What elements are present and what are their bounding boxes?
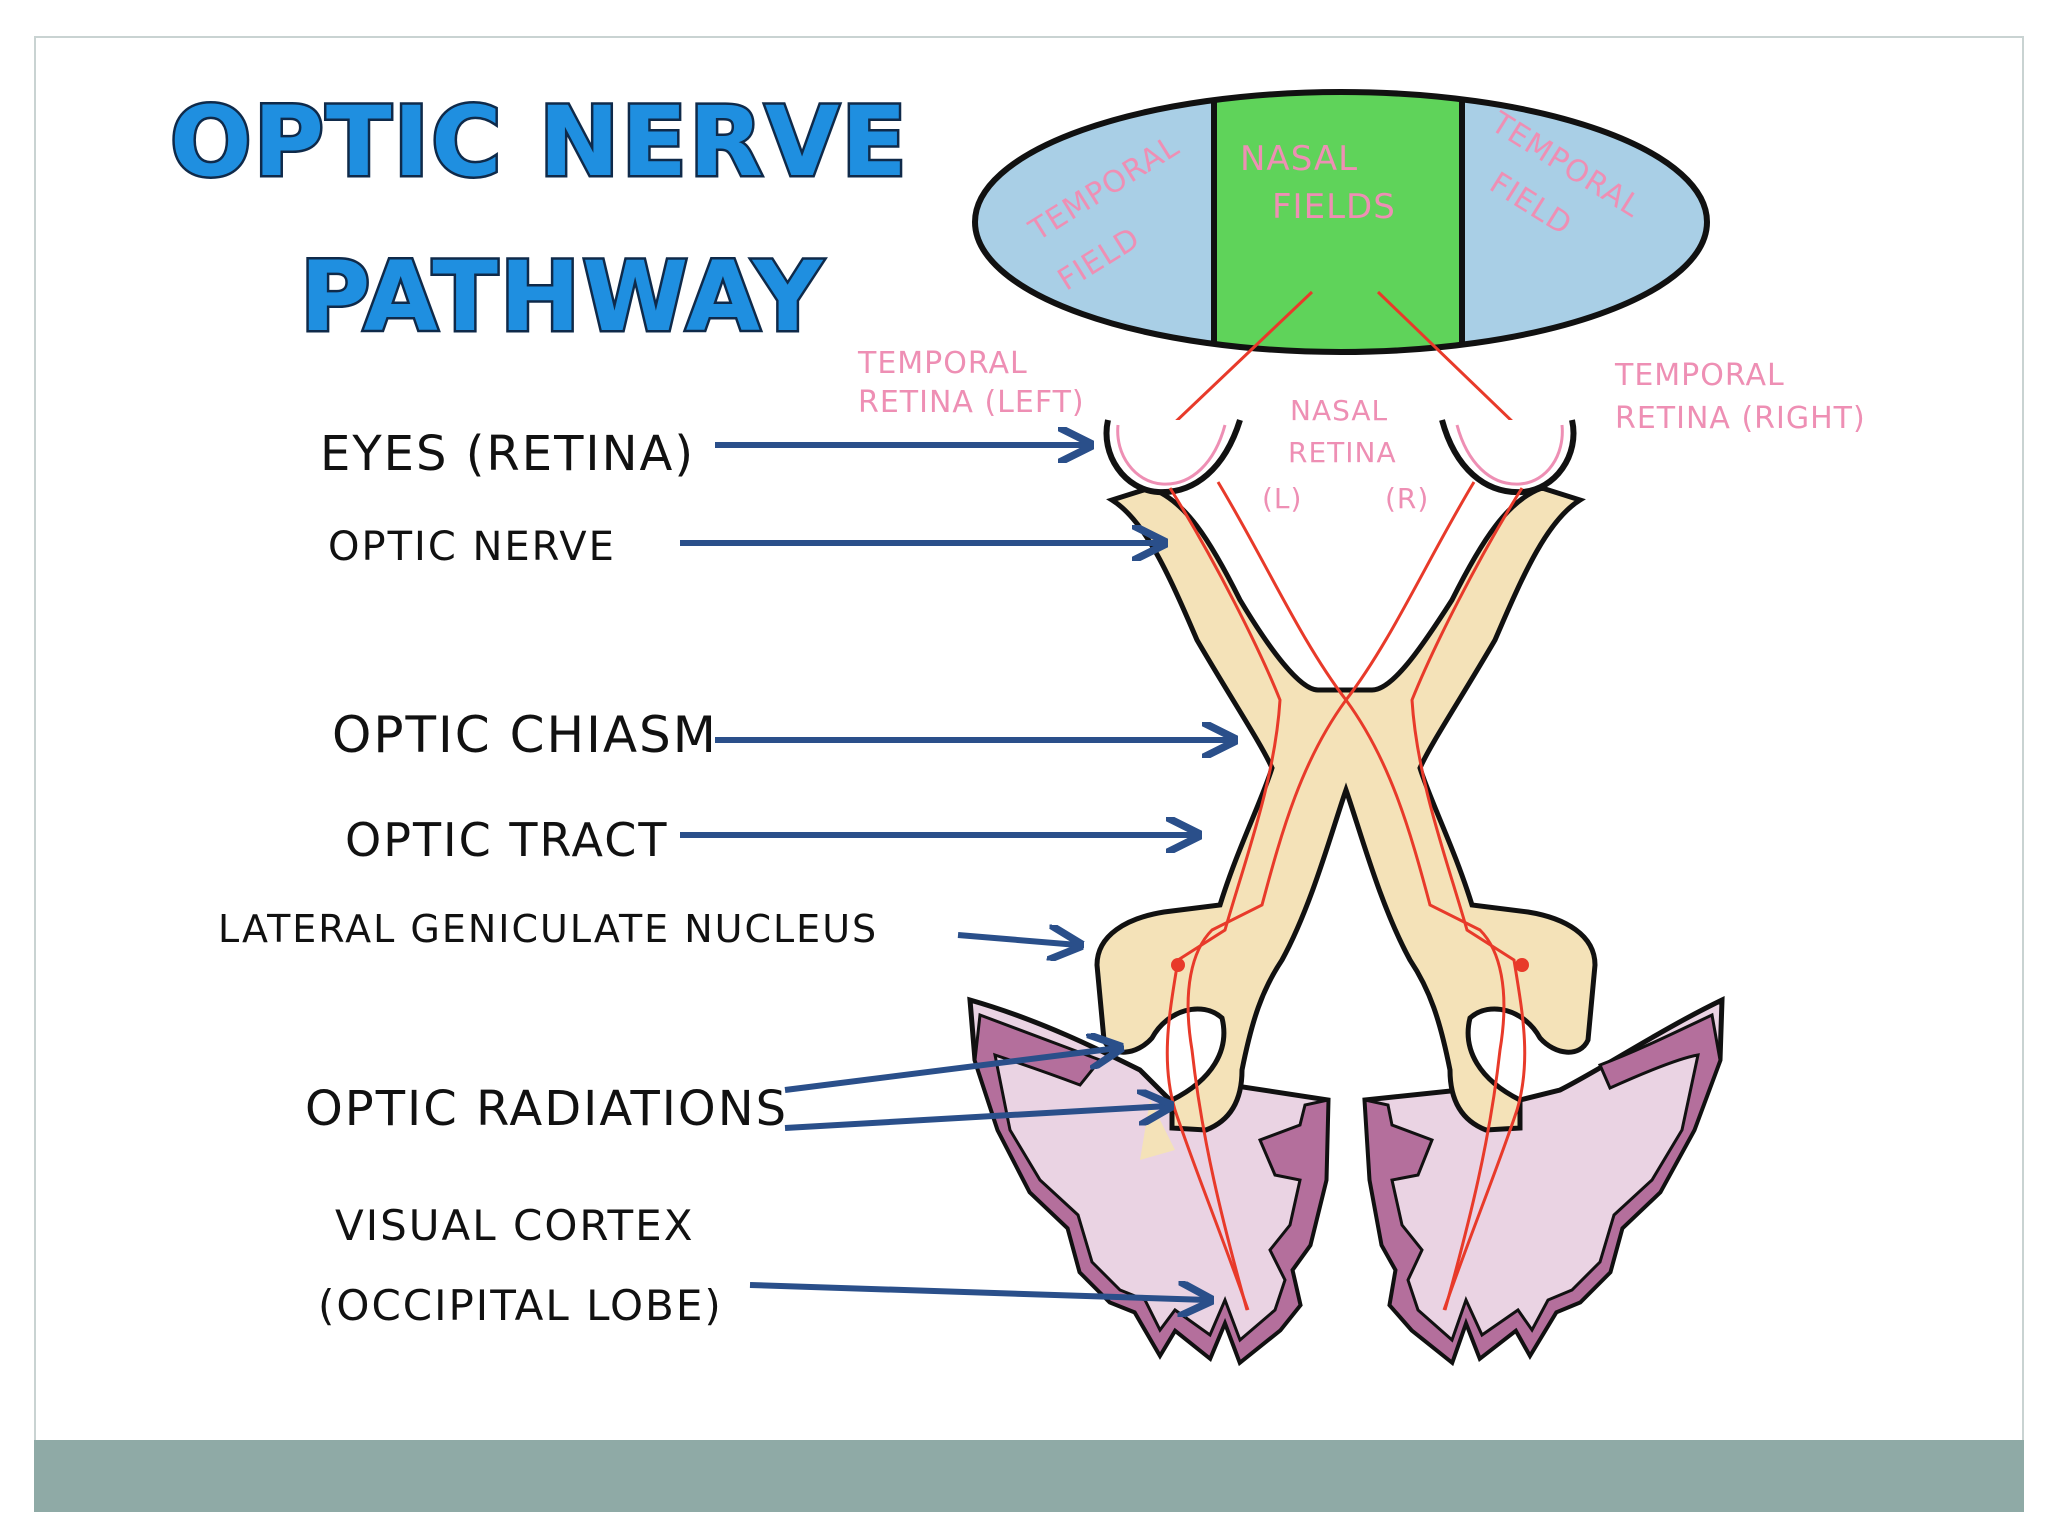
nasal-retina-line2: RETINA <box>1288 436 1397 469</box>
label-visual-cortex-line1: VISUAL CORTEX <box>335 1201 694 1250</box>
nasal-retina-left: (L) <box>1262 482 1302 515</box>
left-eye <box>1103 419 1243 496</box>
arrow-visual-cortex <box>749 1285 1208 1300</box>
red-pathways <box>1165 481 1527 1311</box>
label-lgn: LATERAL GENICULATE NUCLEUS <box>218 907 878 951</box>
right-eye <box>1439 419 1577 496</box>
arrow-optic-radiations-2 <box>784 1106 1168 1131</box>
label-optic-tract: OPTIC TRACT <box>345 813 668 867</box>
optic-pathway-tan <box>1094 485 1598 1133</box>
right-retina-cup <box>1439 419 1577 496</box>
label-optic-nerve: OPTIC NERVE <box>328 524 616 570</box>
pointer-arrows <box>680 445 1232 1300</box>
arrow-lgn <box>957 935 1078 945</box>
visual-field-ellipse: TEMPORAL FIELD NASAL FIELDS TEMPORAL FIE… <box>972 89 1710 355</box>
nasal-retina-right: (R) <box>1385 482 1429 515</box>
right-cortex-band <box>1363 1012 1722 1365</box>
nasal-fields-line2: FIELDS <box>1272 187 1396 227</box>
red-path-left-cross <box>1216 481 1506 1311</box>
label-optic-chiasm: OPTIC CHIASM <box>332 706 718 764</box>
label-visual-cortex-line2: (OCCIPITAL LOBE) <box>318 1281 723 1330</box>
left-retina-cup <box>1103 419 1243 496</box>
temporal-retina-left-line2: RETINA (LEFT) <box>858 385 1085 420</box>
temporal-retina-right-line2: RETINA (RIGHT) <box>1615 401 1866 436</box>
nasal-retina-line1: NASAL <box>1290 394 1388 427</box>
title-line-2: PATHWAY <box>300 241 824 353</box>
red-path-right-cross <box>1186 481 1476 1311</box>
lgn-dot-left <box>1171 958 1185 972</box>
lgn-dot-right <box>1515 958 1529 972</box>
optic-pathway-structure <box>1094 485 1598 1160</box>
red-path-right-outer <box>1410 487 1527 1311</box>
label-optic-radiations: OPTIC RADIATIONS <box>305 1081 788 1137</box>
temporal-retina-right-line1: TEMPORAL <box>1614 358 1785 393</box>
title-line-1: OPTIC NERVE <box>170 86 909 198</box>
temporal-retina-left-line1: TEMPORAL <box>857 346 1028 381</box>
footer-bar <box>34 1440 2024 1512</box>
arrow-optic-radiations-1 <box>784 1048 1118 1093</box>
nasal-fields-line1: NASAL <box>1240 139 1358 179</box>
label-eyes: EYES (RETINA) <box>320 426 695 482</box>
